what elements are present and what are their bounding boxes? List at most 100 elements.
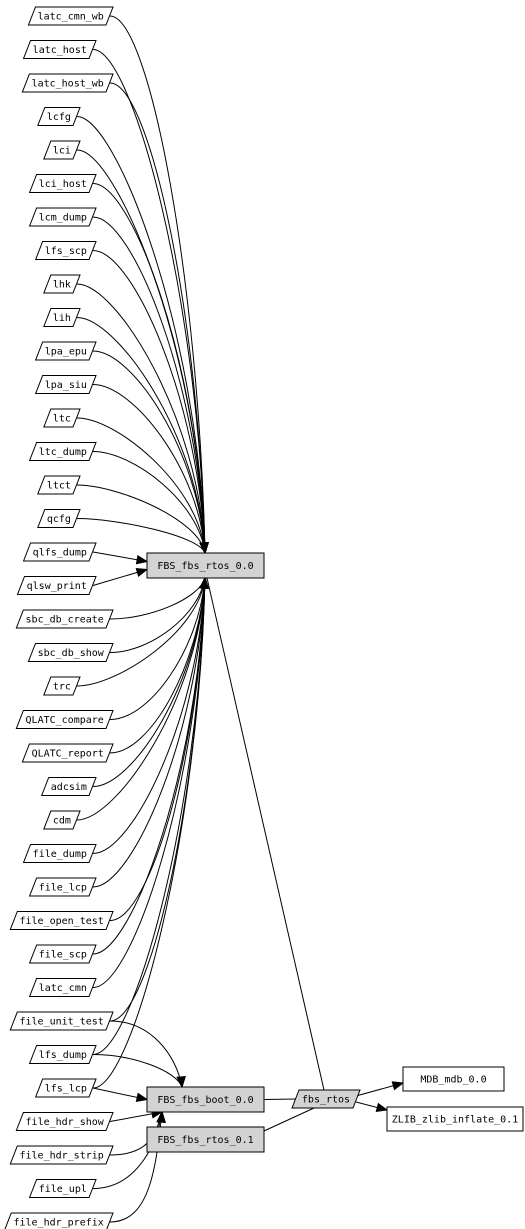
constituent-node-boot[interactable]: FBS_fbs_boot_0.0: [146, 1086, 265, 1113]
edge-arrowhead: [135, 1092, 149, 1102]
package-node-shape: [43, 274, 81, 294]
edge-arrowhead: [156, 1110, 166, 1123]
package-node-shape: [43, 676, 81, 696]
package-node-label: latc_host: [33, 45, 87, 56]
package-node-latc_cmn[interactable]: latc_cmn: [28, 978, 97, 997]
package-node-QLATC_compare[interactable]: QLATC_compare: [15, 710, 114, 729]
edge-file_dump-to-rtos: [92, 577, 206, 854]
package-node-ltc_dump[interactable]: ltc_dump: [28, 442, 97, 461]
package-node-label: adcsim: [51, 782, 87, 793]
edge-arrowhead: [135, 555, 149, 565]
package-node-file_upl[interactable]: file_upl: [28, 1179, 97, 1198]
package-node-shape: [291, 1089, 361, 1109]
package-node-shape: [43, 308, 81, 327]
package-node-label: lfs_lcp: [45, 1084, 87, 1095]
constituent-node-label: FBS_fbs_rtos_0.1: [157, 1135, 253, 1146]
package-node-cdm[interactable]: cdm: [43, 810, 81, 830]
edge-sbc_db_create-to-rtos: [109, 577, 206, 620]
edge-arrowhead: [391, 1081, 405, 1091]
package-node-lpa_epu[interactable]: lpa_epu: [34, 341, 97, 361]
package-node-sbc_db_show[interactable]: sbc_db_show: [27, 643, 114, 662]
package-node-ltc[interactable]: ltc: [43, 408, 81, 428]
package-node-shape: [34, 241, 97, 260]
package-node-lci_host[interactable]: lci_host: [28, 174, 97, 193]
package-node-label: ltc_dump: [39, 447, 87, 458]
package-node-label: sbc_db_create: [26, 615, 104, 626]
package-node-file_dump[interactable]: file_dump: [22, 844, 97, 863]
edge-latc_host_wb-to-rtos: [109, 82, 206, 554]
edge-arrowhead: [199, 576, 209, 589]
package-node-file_open_test[interactable]: file_open_test: [9, 911, 114, 930]
package-node-shape: [43, 140, 81, 160]
dependency-node-shape: [386, 1106, 524, 1132]
package-node-lpa_siu[interactable]: lpa_siu: [34, 375, 97, 394]
package-node-lcm_dump[interactable]: lcm_dump: [28, 207, 97, 227]
package-node-file_scp[interactable]: file_scp: [28, 944, 97, 964]
package-node-label: file_lcp: [39, 883, 87, 894]
package-node-label: lcfg: [47, 112, 71, 123]
package-node-latc_host[interactable]: latc_host: [22, 40, 97, 59]
package-node-sbc_db_create[interactable]: sbc_db_create: [15, 609, 114, 629]
dependency-node-shape: [402, 1066, 505, 1092]
package-node-lci[interactable]: lci: [43, 140, 81, 160]
package-node-label: qlsw_print: [27, 581, 87, 592]
edge-ltct-to-rtos: [76, 484, 206, 554]
package-node-fbs_rtos[interactable]: fbs_rtos: [291, 1089, 361, 1109]
dependency-node-mdb[interactable]: MDB_mdb_0.0: [402, 1066, 505, 1092]
constituent-node-rtos01[interactable]: FBS_fbs_rtos_0.1: [146, 1126, 265, 1153]
package-node-file_hdr_show[interactable]: file_hdr_show: [15, 1112, 114, 1131]
package-node-latc_host_wb[interactable]: latc_host_wb: [21, 73, 114, 93]
package-node-shape: [28, 944, 97, 964]
package-node-shape: [37, 475, 81, 495]
package-node-label: file_hdr_show: [26, 1117, 105, 1128]
package-node-file_unit_test[interactable]: file_unit_test: [9, 1011, 114, 1031]
edge-lcm_dump-to-rtos: [92, 216, 206, 554]
package-node-trc[interactable]: trc: [43, 676, 81, 696]
package-node-label: sbc_db_show: [38, 648, 105, 659]
edge-arrowhead: [135, 567, 149, 578]
edge-arrowhead: [375, 1102, 389, 1112]
constituent-node-shape: [146, 1086, 265, 1113]
dependency-node-zlib[interactable]: ZLIB_zlib_inflate_0.1: [386, 1106, 524, 1132]
package-node-label: qlfs_dump: [33, 548, 87, 559]
edge-arrowhead: [176, 1076, 186, 1089]
edge-rtos01-to-fbs_rtos: [263, 1107, 315, 1132]
edge-file_lcp-to-rtos: [92, 577, 206, 888]
package-node-file_lcp[interactable]: file_lcp: [28, 877, 97, 897]
constituent-node-shape: [146, 552, 265, 579]
edge-lfs_dump-to-boot: [92, 1054, 183, 1088]
package-node-label: QLATC_compare: [26, 715, 104, 726]
edge-QLATC_compare-to-rtos: [109, 577, 206, 720]
package-node-shape: [28, 978, 97, 997]
edges-layer: [76, 15, 405, 1223]
edge-sbc_db_show-to-rtos: [109, 577, 206, 653]
package-node-shape: [15, 609, 114, 629]
package-node-label: lci: [53, 146, 71, 157]
package-node-lih[interactable]: lih: [43, 308, 81, 327]
package-node-lfs_scp[interactable]: lfs_scp: [34, 241, 97, 260]
package-node-label: file_unit_test: [20, 1017, 104, 1028]
package-node-latc_cmn_wb[interactable]: latc_cmn_wb: [27, 6, 114, 26]
package-node-lhk[interactable]: lhk: [43, 274, 81, 294]
package-node-file_hdr_strip[interactable]: file_hdr_strip: [9, 1145, 114, 1165]
edge-lpa_epu-to-rtos: [92, 350, 206, 554]
package-node-shape: [34, 1078, 97, 1098]
package-node-qcfg[interactable]: qcfg: [37, 509, 81, 528]
package-node-label: file_hdr_prefix: [13, 1218, 103, 1229]
package-node-adcsim[interactable]: adcsim: [40, 777, 97, 796]
package-node-qlfs_dump[interactable]: qlfs_dump: [22, 542, 97, 562]
package-node-lfs_dump[interactable]: lfs_dump: [28, 1045, 97, 1064]
edge-file_scp-to-rtos: [92, 577, 206, 955]
package-node-ltct[interactable]: ltct: [37, 475, 81, 495]
edge-ltc-to-rtos: [76, 417, 206, 554]
package-node-lcfg[interactable]: lcfg: [37, 107, 81, 126]
package-node-QLATC_report[interactable]: QLATC_report: [21, 743, 114, 763]
package-node-qlsw_print[interactable]: qlsw_print: [16, 576, 97, 595]
constituent-node-rtos[interactable]: FBS_fbs_rtos_0.0: [146, 552, 265, 579]
package-node-lfs_lcp[interactable]: lfs_lcp: [34, 1078, 97, 1098]
package-node-shape: [28, 442, 97, 461]
package-node-file_hdr_prefix[interactable]: file_hdr_prefix: [4, 1212, 114, 1229]
edge-file_unit_test-to-boot: [109, 1020, 183, 1088]
package-node-shape: [21, 743, 114, 763]
